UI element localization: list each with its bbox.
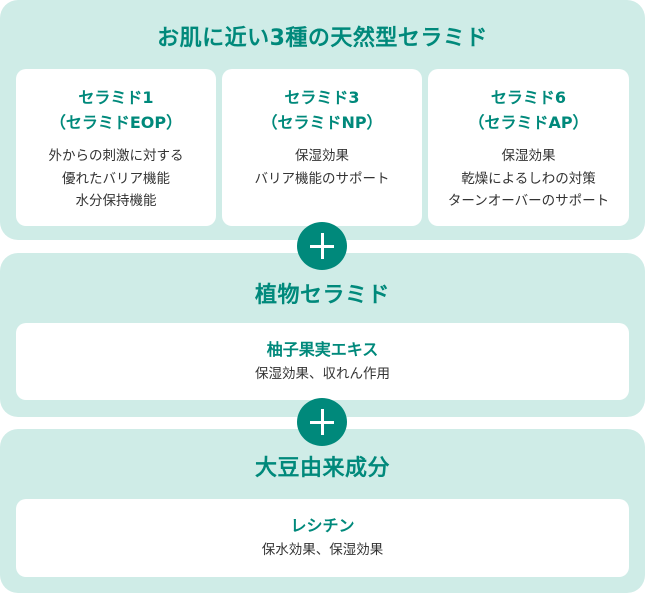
ceramide-6-description: 保湿効果 乾燥によるしわの対策 ターンオーバーのサポート xyxy=(447,148,610,209)
soy-derived-panel-title: 大豆由来成分 xyxy=(254,456,390,481)
ceramide-1-card: セラミド1 （セラミドEOP） 外からの刺激に対する 優れたバリア機能 水分保持… xyxy=(16,69,216,226)
yuzu-extract-card: 柚子果実エキス 保湿効果、収れん作用 xyxy=(16,323,629,400)
ceramide-1-description: 外からの刺激に対する 優れたバリア機能 水分保持機能 xyxy=(48,148,184,209)
ceramide-1-heading: セラミド1 （セラミドEOP） xyxy=(49,88,183,132)
yuzu-extract-description: 保湿効果、収れん作用 xyxy=(255,366,390,382)
soy-derived-panel: 大豆由来成分 レシチン 保水効果、保湿効果 xyxy=(0,429,645,593)
plus-icon-vertical-bar xyxy=(320,233,324,259)
yuzu-extract-heading: 柚子果実エキス xyxy=(266,340,379,359)
plant-ceramide-panel-title: 植物セラミド xyxy=(254,283,390,308)
ceramide-3-card: セラミド3 （セラミドNP） 保湿効果 バリア機能のサポート xyxy=(222,69,422,226)
ceramide-6-card: セラミド6 （セラミドAP） 保湿効果 乾燥によるしわの対策 ターンオーバーのサ… xyxy=(428,69,629,226)
plant-ceramide-panel: 植物セラミド 柚子果実エキス 保湿効果、収れん作用 xyxy=(0,253,645,417)
ceramides-panel: お肌に近い3種の天然型セラミド セラミド1 （セラミドEOP） 外からの刺激に対… xyxy=(0,0,645,240)
plus-icon-vertical-bar xyxy=(320,409,324,435)
lecithin-heading: レシチン xyxy=(290,516,355,535)
ceramide-6-heading: セラミド6 （セラミドAP） xyxy=(468,88,589,132)
lecithin-description: 保水効果、保湿効果 xyxy=(261,542,384,558)
ceramides-panel-title: お肌に近い3種の天然型セラミド xyxy=(157,26,488,51)
lecithin-card: レシチン 保水効果、保湿効果 xyxy=(16,499,629,577)
ceramide-3-description: 保湿効果 バリア機能のサポート xyxy=(254,148,390,187)
ceramide-3-heading: セラミド3 （セラミドNP） xyxy=(261,88,383,132)
plus-icon xyxy=(297,398,347,446)
plus-icon xyxy=(297,222,347,270)
